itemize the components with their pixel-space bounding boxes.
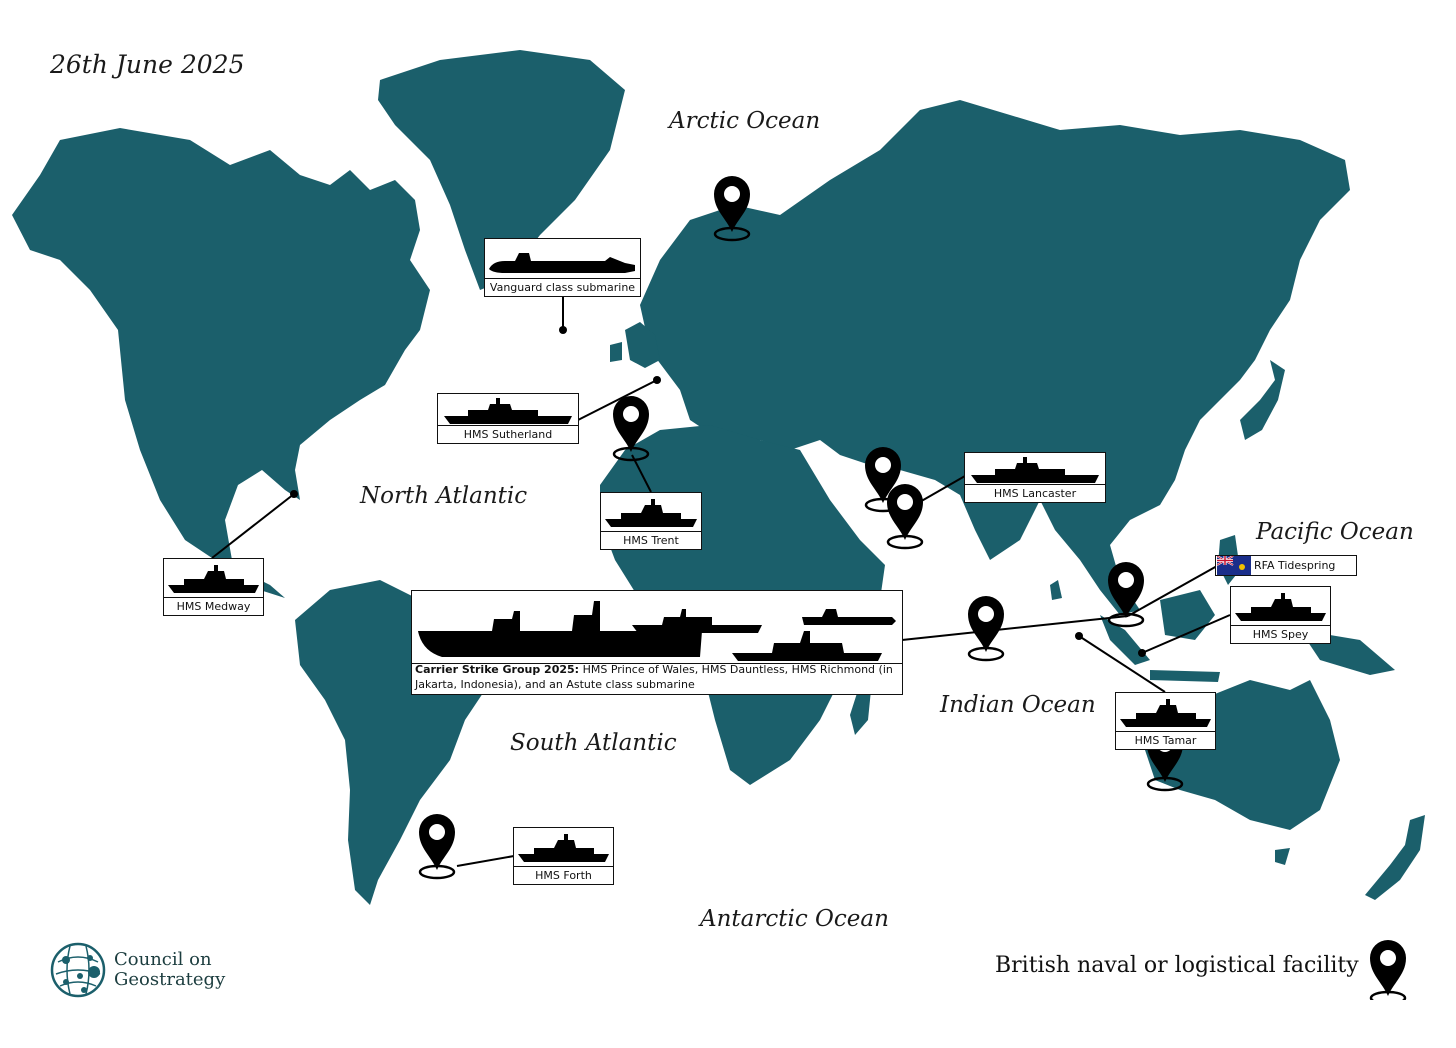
ocean-label-south-atlantic: South Atlantic <box>510 730 677 756</box>
patrol-vessel-silhouette-icon <box>1116 693 1215 732</box>
dot-spey <box>1138 649 1146 657</box>
sumatra <box>1100 615 1150 665</box>
line-forth <box>456 855 515 867</box>
ocean-label-north-atlantic: North Atlantic <box>360 483 528 509</box>
ship-name-forth: HMS Forth <box>535 869 592 882</box>
ship-box-tamar: HMS Tamar <box>1115 692 1216 750</box>
ship-box-medway: HMS Medway <box>163 558 264 616</box>
ocean-label-arctic: Arctic Ocean <box>669 108 821 134</box>
ocean-label-antarctic: Antarctic Ocean <box>700 906 889 932</box>
japan <box>1240 360 1285 440</box>
line-lancaster <box>917 475 966 504</box>
ship-box-sutherland: HMS Sutherland <box>437 393 579 444</box>
ship-box-spey: HMS Spey <box>1230 586 1331 644</box>
pin-singapore <box>1106 560 1146 628</box>
dot-medway <box>290 490 298 498</box>
pin-arctic-norway <box>712 174 752 242</box>
pin-oman <box>885 482 925 550</box>
sri-lanka <box>1050 580 1062 600</box>
connector-dots <box>290 326 1146 657</box>
dot-tamar <box>1075 632 1083 640</box>
line-medway <box>211 493 295 559</box>
council-logo-icon <box>50 942 106 998</box>
frigate-silhouette-icon <box>438 394 578 426</box>
ship-box-vanguard: Vanguard class submarine <box>484 238 641 297</box>
patrol-vessel-silhouette-icon <box>1231 587 1330 626</box>
ship-name-vanguard: Vanguard class submarine <box>489 281 636 294</box>
ship-box-forth: HMS Forth <box>513 827 614 885</box>
ship-name-lancaster: HMS Lancaster <box>993 487 1077 500</box>
legend-label: British naval or logistical facility <box>995 953 1359 978</box>
ship-name-trent: HMS Trent <box>623 534 679 547</box>
dot-sutherland <box>653 376 661 384</box>
ship-name-spey: HMS Spey <box>1252 628 1309 641</box>
pin-gibraltar <box>611 394 651 462</box>
frigate-silhouette-icon <box>732 631 882 661</box>
destroyer-silhouette-icon <box>632 609 762 633</box>
eurasia <box>640 100 1350 615</box>
dot-vanguard <box>559 326 567 334</box>
frigate-silhouette-icon <box>965 453 1105 485</box>
ship-name-sutherland: HMS Sutherland <box>463 428 553 441</box>
ocean-label-indian: Indian Ocean <box>940 692 1096 718</box>
java <box>1150 670 1220 682</box>
greenland <box>378 50 625 290</box>
ship-box-lancaster: HMS Lancaster <box>964 452 1106 503</box>
carrier-group-caption: Carrier Strike Group 2025: HMS Prince of… <box>415 662 899 692</box>
brand-name: Council on Geostrategy <box>114 950 225 990</box>
ireland <box>610 342 622 362</box>
rfa-ensign-flag-icon <box>1217 556 1251 575</box>
carrier-group-details: HMS Prince of Wales, HMS Dauntless, HMS … <box>415 663 893 691</box>
line-carrier-group <box>901 615 1129 641</box>
ship-box-trent: HMS Trent <box>600 492 702 550</box>
carrier-strike-group-box: Carrier Strike Group 2025: HMS Prince of… <box>411 590 903 695</box>
ocean-label-pacific: Pacific Ocean <box>1256 519 1414 545</box>
ship-name-tamar: HMS Tamar <box>1134 734 1197 747</box>
submarine-silhouette-icon <box>802 609 896 625</box>
ship-name-tidespring: RFA Tidespring <box>1254 559 1336 572</box>
patrol-vessel-silhouette-icon <box>514 828 613 867</box>
date-label: 26th June 2025 <box>50 50 245 79</box>
line-tamar <box>1078 635 1166 693</box>
submarine-silhouette-icon <box>485 239 640 279</box>
north-america <box>12 128 430 598</box>
carrier-group-silhouettes <box>412 591 902 664</box>
pin-falklands <box>417 812 457 880</box>
british-isles <box>625 322 660 368</box>
carrier-silhouette-icon <box>418 601 702 657</box>
connector-lines <box>211 296 1231 867</box>
carrier-group-title: Carrier Strike Group 2025: <box>415 663 580 676</box>
patrol-vessel-silhouette-icon <box>164 559 263 598</box>
new-zealand <box>1365 815 1425 900</box>
brand-line-2: Geostrategy <box>114 969 226 990</box>
ship-name-medway: HMS Medway <box>176 600 251 613</box>
line-trent <box>631 454 652 493</box>
line-spey <box>1141 614 1231 654</box>
pin-diego-garcia <box>966 594 1006 662</box>
brand-line-1: Council on <box>114 949 212 970</box>
landmasses <box>12 50 1425 905</box>
line-tidespring <box>1127 565 1218 617</box>
map-pin-icon <box>1368 940 1408 1000</box>
tasmania <box>1275 848 1290 865</box>
patrol-vessel-silhouette-icon <box>601 493 701 532</box>
line-sutherland <box>577 379 658 421</box>
